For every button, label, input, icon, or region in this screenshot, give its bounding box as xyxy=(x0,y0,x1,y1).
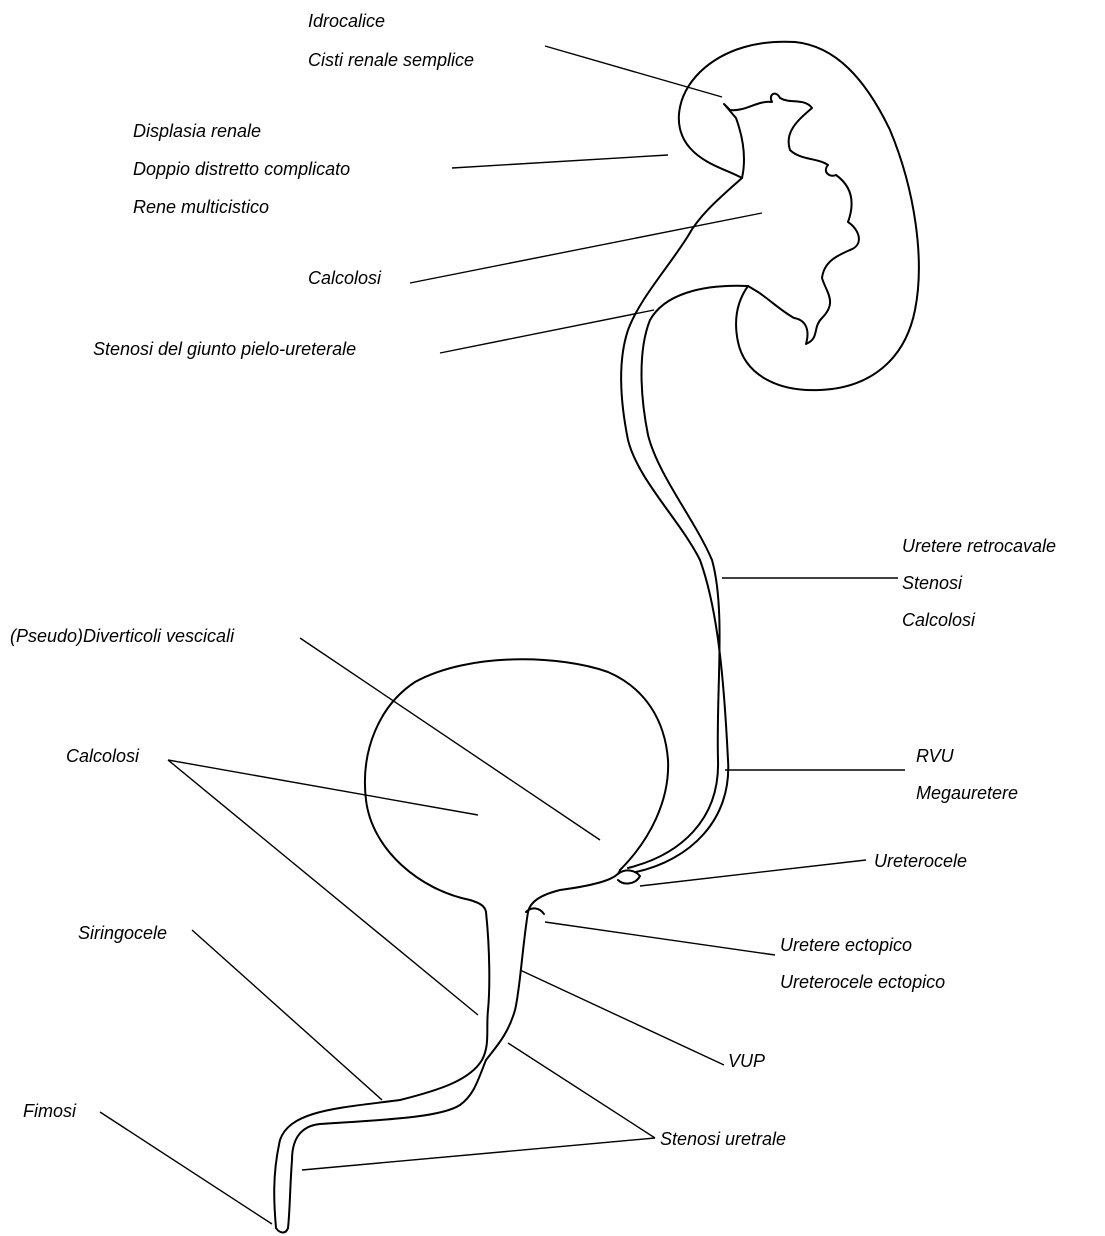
bladder-outline xyxy=(365,659,668,912)
leader-idrocalice xyxy=(545,46,722,97)
label-cisti-renale: Cisti renale semplice xyxy=(308,49,474,71)
leader-displasia xyxy=(452,155,668,168)
label-rvu: RVU xyxy=(916,745,954,767)
label-fimosi: Fimosi xyxy=(23,1100,76,1122)
label-calcolosi-ureterale: Calcolosi xyxy=(902,609,975,631)
leader-vup xyxy=(520,970,724,1065)
leader-siringocele xyxy=(192,930,382,1100)
urethra-left-line xyxy=(274,912,489,1228)
kidney-outline xyxy=(679,42,919,390)
label-diverticoli: (Pseudo)Diverticoli vescicali xyxy=(10,625,234,647)
ureter-outer-line xyxy=(621,178,742,872)
leader-stenosi-uretrale-1 xyxy=(508,1043,655,1138)
renal-sinus-outline xyxy=(724,94,859,344)
urethral-meatus xyxy=(276,1228,288,1233)
label-calcolosi-renale: Calcolosi xyxy=(308,267,381,289)
leader-stenosi-uretrale-2 xyxy=(302,1138,655,1170)
leader-uretere-ectopico xyxy=(545,922,775,955)
label-ureterocele: Ureterocele xyxy=(874,850,967,872)
label-rene-multicistico: Rene multicistico xyxy=(133,196,269,218)
bladder-neck-right xyxy=(528,870,620,912)
leader-calcolosi-vescicale-1 xyxy=(168,760,478,815)
label-vup: VUP xyxy=(728,1050,765,1072)
leader-stenosi-giunto xyxy=(440,310,654,353)
label-uretere-ectopico: Uretere ectopico xyxy=(780,934,912,956)
leader-ureterocele xyxy=(640,860,866,886)
leader-calcolosi-renale xyxy=(410,213,762,283)
label-calcolosi-vescicale: Calcolosi xyxy=(66,745,139,767)
label-megauretere: Megauretere xyxy=(916,782,1018,804)
leader-calcolosi-vescicale-2 xyxy=(168,760,478,1015)
label-uretere-retrocavale: Uretere retrocavale xyxy=(902,535,1056,557)
label-stenosi-uretrale: Stenosi uretrale xyxy=(660,1128,786,1150)
urethra-right-line xyxy=(288,912,528,1228)
label-stenosi-ureterale: Stenosi xyxy=(902,572,962,594)
label-siringocele: Siringocele xyxy=(78,922,167,944)
label-ureterocele-ectopico: Ureterocele ectopico xyxy=(780,971,945,993)
label-stenosi-giunto: Stenosi del giunto pielo-ureterale xyxy=(93,338,356,360)
ureterocele-marker xyxy=(618,870,640,883)
leader-fimosi xyxy=(100,1112,272,1224)
label-idrocalice: Idrocalice xyxy=(308,10,385,32)
label-doppio-distretto: Doppio distretto complicato xyxy=(133,158,350,180)
label-displasia-renale: Displasia renale xyxy=(133,120,261,142)
ureter-inner-line xyxy=(628,286,748,868)
